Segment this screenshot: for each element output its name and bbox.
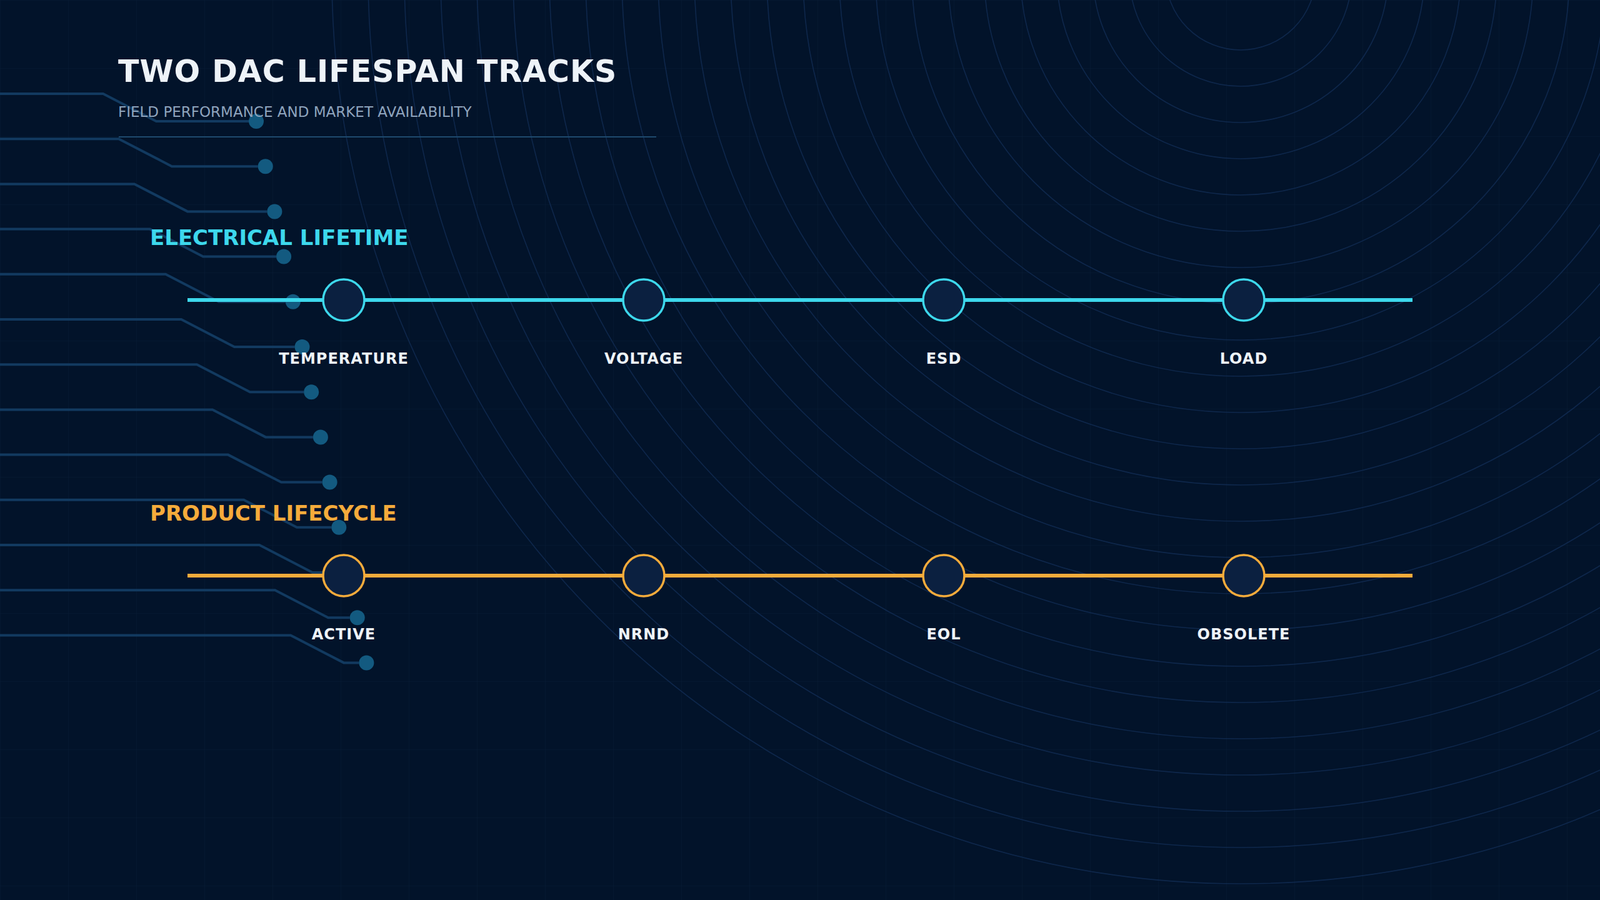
track-line [1265,298,1413,302]
track-heading: ELECTRICAL LIFETIME [150,225,409,251]
milestone-node: OBSOLETE [1222,554,1265,597]
milestone-circle [922,554,965,597]
trace-pad [358,655,374,670]
track-heading: PRODUCT LIFECYCLE [150,500,397,527]
circuit-trace [0,183,267,212]
background-arc [476,0,1600,739]
background-arc [621,0,1600,594]
milestone-label: TEMPERATURE [278,350,409,368]
background-arc [839,0,1600,377]
background-arc [1165,0,1316,50]
trace-pad [303,384,319,400]
circuit-trace [0,409,314,437]
background-arc [694,0,1600,522]
background-arc [1093,0,1389,123]
background-arc [368,0,1600,848]
track-segment [365,300,623,301]
title: TWO DAC LIFESPAN TRACKS [118,56,617,87]
subtitle: FIELD PERFORMANCE AND MARKET AVAILABILIT… [118,103,472,122]
circuit-trace [0,138,259,167]
track-line [1265,573,1413,578]
track-segment [965,300,1223,301]
circuit-trace [0,635,359,663]
trace-pad [276,249,292,265]
background-arc [1056,0,1425,159]
background-arc [513,0,1600,703]
milestone-label: NRND [618,625,670,644]
track-line [187,298,323,302]
milestone-node: VOLTAGE [622,278,665,322]
milestone-label: OBSOLETE [1197,625,1291,644]
milestone-circle [322,554,365,597]
milestone-label: EOL [926,625,961,644]
track-glow [1265,295,1413,305]
background-arc [948,0,1534,268]
circuit-trace [0,455,323,483]
trace-pad [350,610,365,625]
milestone-node: TEMPERATURE [322,278,365,322]
background-arc [803,0,1600,413]
background-arc [1129,0,1352,87]
milestone-node: NRND [622,554,665,597]
track-segment [665,300,923,301]
circuit-trace [0,590,350,618]
background-arc [766,0,1600,449]
milestone-circle [922,278,965,322]
background-arc [730,0,1600,485]
trace-pad [313,429,329,445]
milestone-label: VOLTAGE [604,350,684,368]
track-glow [187,295,323,305]
trace-pad [266,203,282,219]
milestone-label: ESD [926,350,962,368]
background-arc [549,0,1600,667]
background-arc [1020,0,1461,195]
trace-pad [258,158,274,174]
track-segment [965,575,1223,577]
background-arc [404,0,1600,812]
trace-pad [322,475,338,490]
milestone-label: ACTIVE [311,625,376,644]
background-arc [440,0,1600,775]
milestone-node: ACTIVE [322,554,365,597]
milestone-circle [1222,554,1265,597]
track-segment [665,575,923,577]
milestone-node: EOL [922,554,965,597]
track-segment [365,575,623,577]
title-rule [118,136,657,138]
background-arc [984,0,1497,232]
milestone-label: LOAD [1220,350,1269,368]
background-arc [658,0,1600,558]
milestone-node: LOAD [1222,278,1265,322]
track-line [187,573,323,578]
circuit-trace [0,364,304,392]
milestone-circle [322,278,365,322]
background-arc [585,0,1600,630]
milestone-circle [1222,278,1265,322]
background-arc [331,0,1600,884]
background-arc [875,0,1600,340]
track-glow [187,571,323,580]
milestone-node: ESD [922,278,965,322]
milestone-circle [622,278,665,322]
circuit-trace [0,545,341,573]
circuit-trace [0,319,295,347]
milestone-circle [622,554,665,597]
track-glow [1265,571,1413,580]
